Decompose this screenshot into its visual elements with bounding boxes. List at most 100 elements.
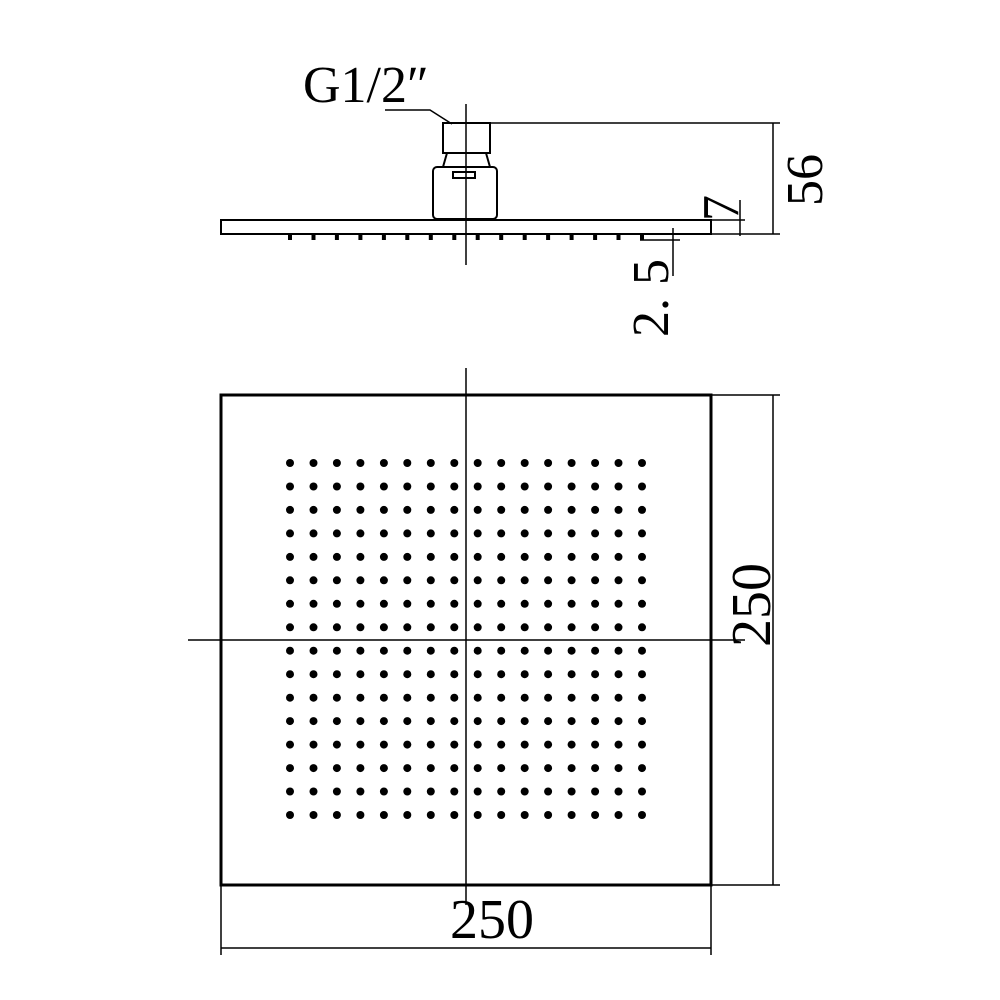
nozzle-dot [544,599,553,608]
nozzle-dot [638,552,646,561]
nozzle-dot [591,599,600,608]
nozzle-dot [332,717,341,726]
nozzle-dot [332,646,341,655]
nozzle-dot [638,529,646,538]
nozzle-ticks [288,234,644,240]
nozzle-dot [332,576,341,585]
nozzle-tick [452,234,457,240]
nozzle-tick [428,234,433,240]
nozzle-dot [567,599,576,608]
plate-thickness-label: 7 [693,195,750,221]
fitting-neck-right [485,152,491,168]
nozzle-dot [497,717,506,726]
nozzle-dot [450,787,459,796]
nozzle-dot [614,787,623,796]
nozzle-dot [591,787,600,796]
depth-label: 250 [721,563,783,647]
nozzle-dot [638,693,646,702]
nozzle-tick [546,234,551,240]
nozzle-dot [379,764,388,773]
nozzle-dot [520,529,529,538]
nozzle-dot [450,505,459,514]
nozzle-dot [473,646,482,655]
nozzle-dot [426,623,435,632]
nozzle-dot [614,552,623,561]
nozzle-tick [288,234,292,240]
nozzle-dot [497,740,506,749]
nozzle-dot [591,482,600,491]
nozzle-dot [638,670,646,679]
nozzle-dot [638,646,646,655]
nozzle-dot [614,717,623,726]
nozzle-dot [567,576,576,585]
nozzle-dot [356,552,365,561]
nozzle-dot [614,670,623,679]
nozzle-dot [450,670,459,679]
nozzle-dot [497,670,506,679]
nozzle-dot [426,811,435,819]
nozzle-dot [497,599,506,608]
width-label: 250 [450,889,534,951]
nozzle-dot [309,482,318,491]
nozzle-dot [286,576,294,585]
nozzle-dot [286,717,294,726]
nozzle-dot [638,576,646,585]
nozzle-dot [332,623,341,632]
nozzle-tick [499,234,504,240]
nozzle-dot [450,576,459,585]
nozzle-dot [473,623,482,632]
nozzle-dot [332,670,341,679]
nozzle-dot [426,576,435,585]
nozzle-dot [520,623,529,632]
nozzle-dot [426,529,435,538]
nozzle-dot [450,459,459,467]
nozzle-dot [426,505,435,514]
nozzle-dot [379,740,388,749]
nozzle-dot [286,740,294,749]
nozzle-dot [520,552,529,561]
nozzle-dot [497,811,506,819]
nozzle-dot [356,740,365,749]
nozzle-dot [591,764,600,773]
nozzle-dot [379,599,388,608]
nozzle-dot [567,787,576,796]
nozzle-dot [567,529,576,538]
nozzle-dot [520,811,529,819]
nozzle-tick [593,234,598,240]
nozzle-dot [403,623,412,632]
nozzle-dot [403,811,412,819]
nozzle-dot [520,459,529,467]
nozzle-dot [309,740,318,749]
nozzle-dot [309,670,318,679]
nozzle-dot [426,552,435,561]
nozzle-dot [286,646,294,655]
fitting-slot [452,171,476,179]
nozzle-dot [591,717,600,726]
nozzle-dot [332,482,341,491]
nozzle-dot [497,764,506,773]
nozzle-dot [638,482,646,491]
nozzle-dot [309,576,318,585]
nozzle-dot [356,576,365,585]
nozzle-dot [332,787,341,796]
nozzle-tick [522,234,527,240]
nozzle-dot [286,459,294,467]
nozzle-dot [567,552,576,561]
nozzle-dot [591,529,600,538]
nozzle-dot [567,459,576,467]
nozzle-dot [544,740,553,749]
nozzle-dot [638,764,646,773]
nozzle-dot [403,529,412,538]
nozzle-dot [286,787,294,796]
nozzle-dot [309,505,318,514]
nozzle-dot [567,623,576,632]
nozzle-dot [309,529,318,538]
nozzle-dot [379,459,388,467]
nozzle-dot [332,529,341,538]
nozzle-dot [544,811,553,819]
nozzle-dot [309,693,318,702]
nozzle-dot [638,623,646,632]
fitting-neck-left [442,152,448,168]
nozzle-dot [379,576,388,585]
nozzle-dot [544,529,553,538]
